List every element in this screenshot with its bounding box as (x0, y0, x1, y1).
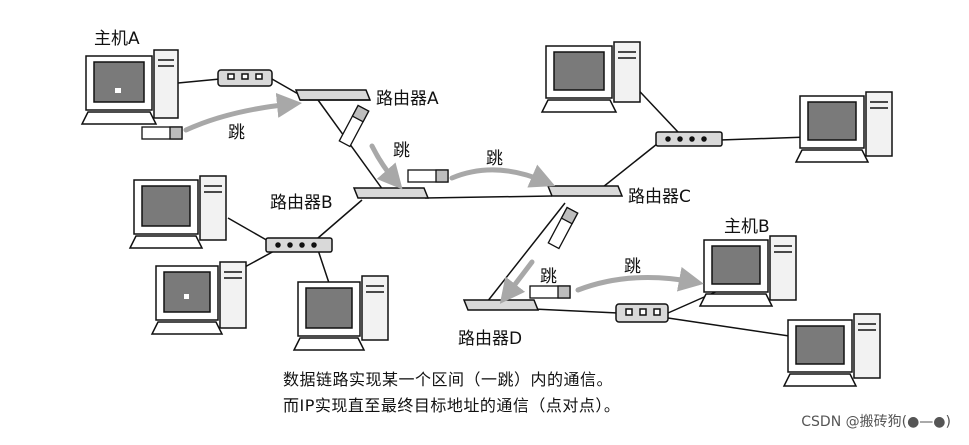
hop-label-4: 跳 (540, 267, 557, 287)
host-b-label: 主机B (724, 217, 770, 237)
router-a-device (294, 89, 372, 101)
router-c-label: 路由器C (628, 187, 691, 207)
hop-arrow-routerD-hostB (575, 266, 704, 293)
hub-host-a (217, 69, 273, 87)
hop-label-1: 跳 (228, 123, 245, 143)
computer-top-right (540, 41, 641, 113)
packet-1 (141, 126, 183, 140)
packet-3 (407, 169, 449, 183)
caption-line-1: 数据链路实现某一个区间（一跳）内的通信。 (283, 370, 614, 389)
router-b-device (352, 187, 430, 199)
link-switchB-leftpc (227, 217, 271, 243)
hop-arrow-hostA-routerA (183, 93, 302, 133)
link-hostA-hub (177, 78, 221, 84)
link-routerB-routerC (424, 195, 553, 199)
computer-left-middle (128, 175, 227, 249)
router-c-device (546, 185, 624, 197)
watermark: CSDN @搬砖狗(●—●) (801, 414, 951, 430)
hop-label-5: 跳 (624, 257, 641, 277)
packet-4 (547, 206, 579, 250)
link-switchB-bottomleftpc (242, 249, 277, 269)
router-a-label: 路由器A (376, 89, 439, 109)
link-switch-hostright (719, 136, 809, 141)
hop-label-3: 跳 (486, 149, 503, 169)
packet-2 (338, 104, 370, 148)
switch-top-right (655, 131, 723, 147)
host-a-label: 主机A (94, 29, 140, 49)
hub-host-b (615, 303, 669, 323)
router-d-device (462, 299, 540, 311)
link-hub-routerA (271, 78, 301, 96)
router-d-label: 路由器D (458, 329, 523, 349)
computer-bottom-middle (292, 275, 389, 351)
router-b-label: 路由器B (270, 193, 333, 213)
link-switchB-bottommidpc (317, 249, 331, 287)
link-hub-bottomrightpc (667, 317, 797, 338)
hop-arrow-routerA-routerB (369, 143, 403, 190)
packet-5 (529, 285, 571, 299)
hop-arrow-routerC-routerD (499, 259, 535, 304)
computer-host-b (698, 235, 797, 307)
computer-right (794, 91, 893, 163)
link-routerB-switchB (317, 199, 363, 239)
switch-router-b (265, 237, 333, 253)
caption-line-2: 而IP实现直至最终目标地址的通信（点对点）。 (283, 396, 621, 415)
computer-bottom-right (782, 313, 881, 387)
computer-bottom-left (150, 261, 247, 335)
hop-label-2: 跳 (393, 141, 410, 161)
computer-host-a (80, 49, 179, 125)
link-routerC-switch (597, 139, 663, 192)
hop-arrow-routerB-routerC (449, 164, 556, 188)
